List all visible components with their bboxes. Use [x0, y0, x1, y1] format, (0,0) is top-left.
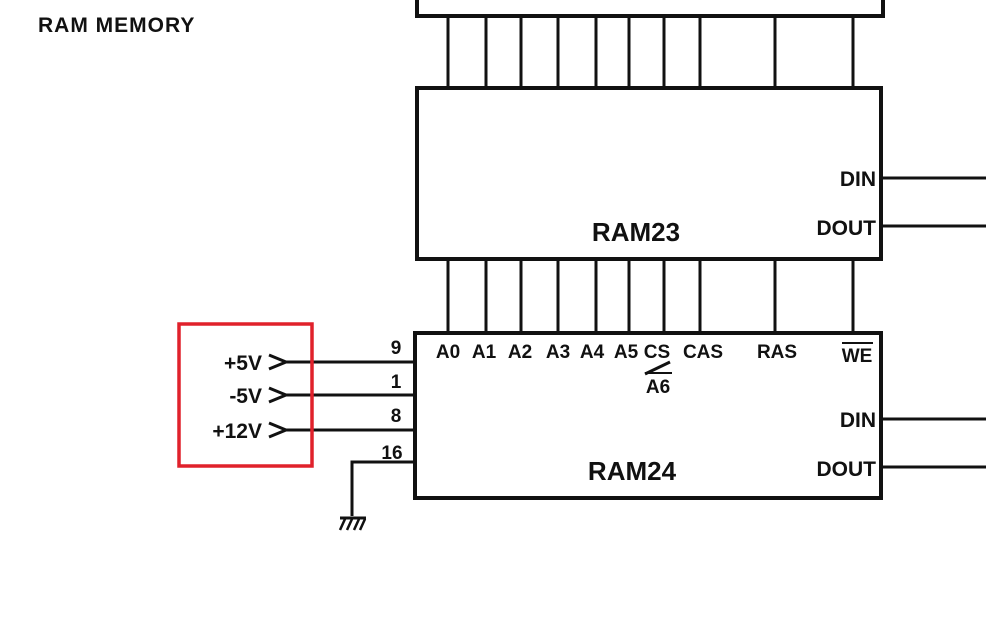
supply-highlight-box: [177, 322, 314, 468]
pin-a2-label: A2: [508, 342, 532, 363]
minus5v-label: -5V: [229, 385, 262, 408]
ram23-din-label: DIN: [840, 168, 876, 191]
plus12v-connector-icon: [268, 421, 290, 439]
minus5v-connector-icon: [268, 386, 290, 404]
pin-16-number: 16: [381, 443, 402, 464]
pin-9-number: 9: [391, 338, 402, 359]
pin-cas-label: CAS: [683, 342, 723, 363]
pin-a6-label: A6: [646, 377, 670, 398]
bus-upper-to-ram23: [446, 16, 855, 88]
ram23-chip: [415, 86, 883, 261]
ram24-din-label: DIN: [840, 409, 876, 432]
plus5v-connector-icon: [268, 353, 290, 371]
pin-we-label: WE: [842, 346, 873, 367]
plus5v-label: +5V: [224, 352, 262, 375]
upper-chip-box: [415, 0, 885, 18]
plus12v-label: +12V: [212, 420, 262, 443]
ram24-chip: [413, 331, 883, 500]
ram24-dout-label: DOUT: [817, 458, 877, 481]
pin-a4-label: A4: [580, 342, 605, 363]
pin-a1-label: A1: [472, 342, 497, 363]
ram23-label: RAM23: [592, 217, 680, 247]
pin-a0-label: A0: [436, 342, 460, 363]
pin-1-number: 1: [391, 372, 402, 393]
ram23-dout-label: DOUT: [817, 217, 877, 240]
schematic-title: RAM MEMORY: [38, 14, 195, 37]
ram24-label: RAM24: [588, 456, 677, 486]
pin-a3-label: A3: [546, 342, 570, 363]
ground-icon: [338, 516, 367, 531]
pin-8-number: 8: [391, 406, 402, 427]
bus-ram23-to-ram24: [446, 259, 855, 333]
ground-wire: [350, 460, 415, 516]
pin-ras-label: RAS: [757, 342, 797, 363]
pin-cs-label: CS: [644, 342, 670, 363]
pin-a5-label: A5: [614, 342, 639, 363]
